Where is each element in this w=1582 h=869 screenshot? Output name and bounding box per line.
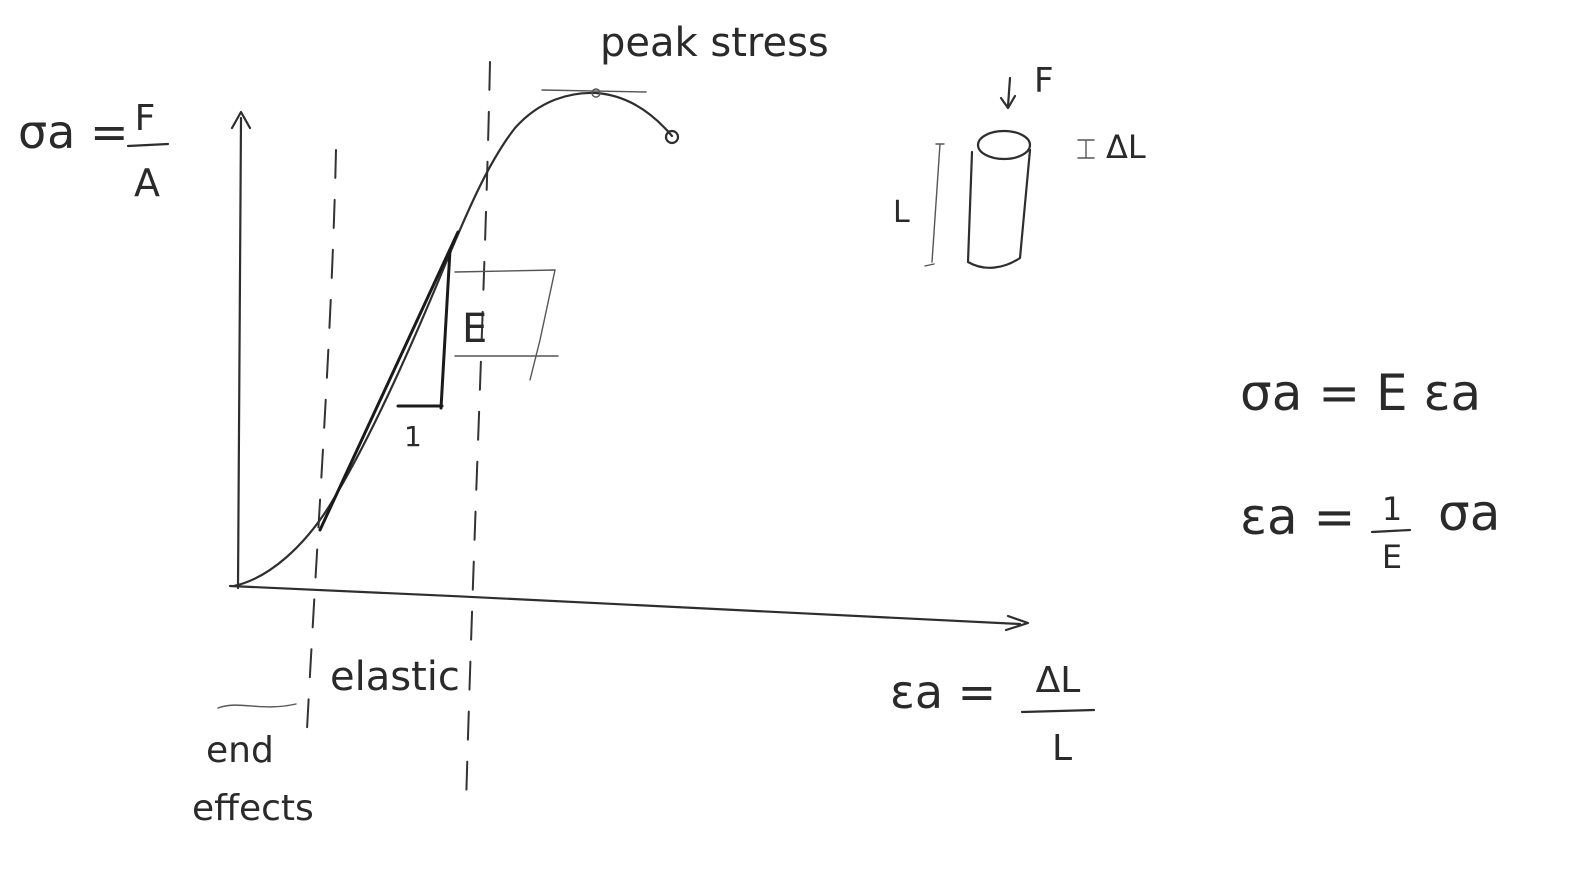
- slope-rise-line: [439, 248, 452, 410]
- strain-definition: εa = ΔL L: [890, 660, 1096, 769]
- curve-path: [232, 91, 674, 588]
- axes: [228, 110, 1030, 632]
- x-axis: [228, 584, 1022, 626]
- inverse-numerator: 1: [1382, 490, 1402, 528]
- peak-tangent: [541, 89, 647, 93]
- strain-fraction-bar: [1020, 708, 1096, 714]
- inverse-lhs: εa =: [1240, 488, 1355, 546]
- end-effects-label-1: end: [206, 730, 274, 771]
- specimen-sketch: F L ΔL: [893, 61, 1146, 269]
- inverse-rhs: σa: [1438, 484, 1500, 542]
- strain-def-denominator: L: [1052, 728, 1072, 769]
- modulus-box-outline: [454, 269, 556, 381]
- region-dividers: [305, 61, 491, 806]
- specimen-top: [976, 129, 1032, 161]
- force-label: F: [1034, 61, 1054, 101]
- elastic-label: elastic: [330, 654, 460, 700]
- x-axis-arrow: [1004, 614, 1030, 632]
- stress-strain-curve: [232, 88, 680, 588]
- stress-def-numerator: F: [135, 98, 156, 139]
- force-arrow-head: [999, 94, 1017, 110]
- end-effects-tilde: [217, 703, 297, 709]
- stress-definition: σa = F A: [18, 98, 170, 205]
- hooke-equations: σa = E εa εa = 1 E σa: [1240, 364, 1500, 576]
- inverse-fraction-bar: [1370, 528, 1412, 534]
- strain-def-numerator: ΔL: [1036, 660, 1081, 701]
- length-dimension: [924, 143, 945, 267]
- stress-def-denominator: A: [134, 161, 160, 205]
- y-axis: [236, 116, 243, 590]
- modulus-triangle: 1 E: [318, 230, 559, 532]
- delta-length-label: ΔL: [1106, 128, 1146, 166]
- failure-point: [664, 129, 680, 145]
- specimen-body: [966, 148, 1032, 269]
- hooke-law: σa = E εa: [1240, 364, 1481, 422]
- y-axis-arrow: [230, 110, 252, 130]
- stress-def-lhs: σa =: [18, 105, 129, 159]
- end-effects-label-2: effects: [192, 788, 314, 829]
- delta-length-marker: [1077, 139, 1095, 159]
- modulus-label: E: [462, 306, 487, 352]
- divider-elastic: [465, 61, 491, 806]
- slope-run-label: 1: [404, 420, 422, 453]
- inverse-denominator: E: [1382, 538, 1402, 576]
- peak-stress-label: peak stress: [600, 20, 829, 66]
- divider-end-effects: [305, 149, 337, 749]
- stress-fraction-bar: [126, 142, 170, 148]
- strain-def-lhs: εa =: [890, 665, 996, 719]
- force-arrow-shaft: [1006, 76, 1012, 108]
- tangent-line: [318, 230, 460, 532]
- specimen-length-label: L: [893, 195, 910, 230]
- peak-point: [591, 88, 601, 98]
